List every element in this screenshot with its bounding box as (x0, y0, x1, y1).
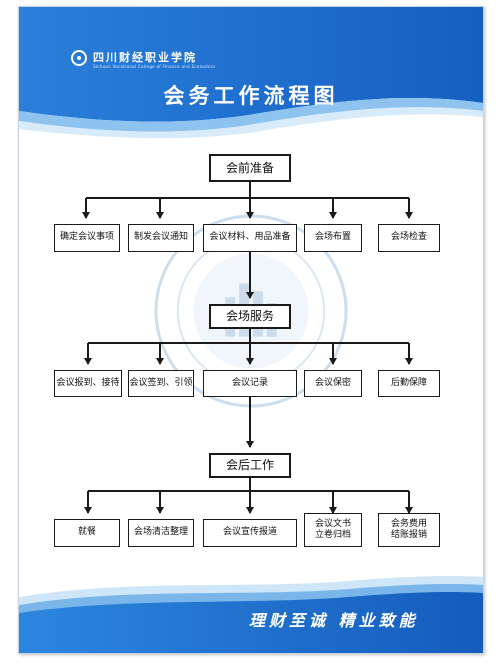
step-confidentiality: 会议保密 (304, 370, 362, 397)
step-confirm-matters: 确定会议事项 (54, 224, 120, 252)
poster-background (19, 7, 483, 653)
step-expense-settlement: 会务费用 结账报销 (378, 513, 440, 547)
step-minutes: 会议记录 (203, 370, 297, 397)
step-publicity: 会议宣传报道 (203, 519, 297, 547)
step-sign-in-guide: 会议签到、引领 (128, 370, 194, 397)
school-motto: 理财至诚 精业致能 (249, 611, 419, 630)
poster: 四川财经职业学院 Sichuan Vocational College of F… (18, 6, 484, 654)
step-venue-cleanup: 会场清洁整理 (128, 519, 194, 547)
page-title: 会务工作流程图 (163, 84, 339, 108)
step-prepare-materials: 会议材料、用品准备 (203, 224, 297, 252)
stage-on-site-service: 会场服务 (209, 304, 291, 329)
stage-post-meeting: 会后工作 (209, 453, 291, 478)
step-logistics: 后勤保障 (378, 370, 440, 397)
step-venue-check: 会场检查 (378, 224, 440, 252)
flow-connectors (82, 182, 413, 514)
school-name-en: Sichuan Vocational College of Finance an… (93, 64, 216, 69)
step-registration-reception: 会议报到、接待 (54, 370, 122, 397)
stage-pre-meeting: 会前准备 (209, 154, 291, 182)
step-archive-documents: 会议文书 立卷归档 (304, 513, 362, 547)
school-logo-icon (71, 50, 87, 66)
step-dining: 就餐 (54, 519, 120, 547)
school-name: 四川财经职业学院 (93, 51, 197, 64)
step-venue-setup: 会场布置 (304, 224, 362, 252)
step-issue-notice: 制发会议通知 (128, 224, 194, 252)
